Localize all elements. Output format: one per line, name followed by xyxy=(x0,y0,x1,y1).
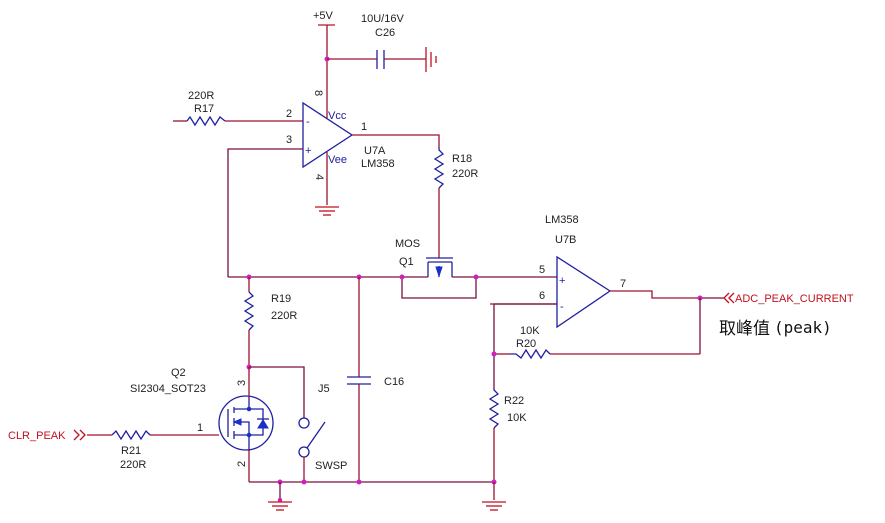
resistor-r19: R19 220R xyxy=(243,277,297,367)
port-adc-peak-current: ADC_PEAK_CURRENT xyxy=(723,292,854,305)
q2-ref: Q2 xyxy=(171,367,186,379)
capacitor-c16: C16 xyxy=(347,277,404,482)
u7a-pin-8: 8 xyxy=(312,90,324,96)
r21-ref: R21 xyxy=(121,445,141,457)
c26-ref: C26 xyxy=(375,27,395,39)
adc-peak-current-label: ADC_PEAK_CURRENT xyxy=(735,293,854,305)
power-5v-label: +5V xyxy=(313,10,334,22)
u7a-pin-3: 3 xyxy=(286,134,292,146)
q2-pin-1: 1 xyxy=(197,422,203,434)
resistor-r22: R22 10K xyxy=(488,388,527,482)
annotation-peak: (peak) xyxy=(774,318,832,337)
resistor-r17: 220R R17 xyxy=(173,90,303,127)
q1-type: MOS xyxy=(395,238,420,250)
u7b-ref: U7B xyxy=(555,234,576,246)
junction-dot xyxy=(301,479,307,485)
u7b-part: LM358 xyxy=(545,214,579,226)
u7a-part: LM358 xyxy=(361,158,395,170)
opamp-u7b: 5 6 7 + - LM358 U7B xyxy=(490,214,700,329)
r19-value: 220R xyxy=(271,310,297,322)
resistor-r18: R18 220R xyxy=(433,147,478,258)
u7a-vcc-label: Vcc xyxy=(328,110,347,122)
u7a-ref: U7A xyxy=(364,145,386,157)
q2-part: SI2304_SOT23 xyxy=(130,383,206,395)
power-5v-symbol: +5V xyxy=(313,10,335,108)
annotation-cjk: 取峰值 xyxy=(719,319,770,339)
u7b-pin-6: 6 xyxy=(539,290,545,302)
u7a-pin-2: 2 xyxy=(286,108,292,120)
c16-ref: C16 xyxy=(384,376,404,388)
port-clr-peak: CLR_PEAK xyxy=(8,429,86,442)
ground-symbol-u7a xyxy=(315,206,339,216)
r18-ref: R18 xyxy=(452,153,472,165)
opamp-u7a: 2 3 1 8 4 - + Vcc Vee U7A LM358 xyxy=(286,90,395,205)
u7a-plus-sign: + xyxy=(305,145,311,157)
junction-dot xyxy=(399,274,405,280)
r18-value: 220R xyxy=(452,168,478,180)
ground-symbol-right xyxy=(482,482,506,511)
u7a-pin-1: 1 xyxy=(361,121,367,133)
u7b-plus-sign: + xyxy=(559,275,565,287)
capacitor-c26: 10U/16V C26 xyxy=(327,13,426,69)
u7a-minus-sign: - xyxy=(306,116,310,128)
j5-type: SWSP xyxy=(315,460,347,472)
mosfet-q2: 3 2 1 Q2 SI2304_SOT23 xyxy=(130,367,274,482)
j5-ref: J5 xyxy=(318,383,330,395)
r19-ref: R19 xyxy=(271,293,291,305)
q1-ref: Q1 xyxy=(399,256,414,268)
resistor-r21: R21 220R xyxy=(87,429,219,471)
r20-value: 10K xyxy=(520,325,540,337)
resistor-r20: 10K R20 xyxy=(494,325,700,360)
junction-dot xyxy=(473,274,479,280)
r22-value: 10K xyxy=(507,412,527,424)
junction-dot xyxy=(356,479,362,485)
q2-pin-3: 3 xyxy=(236,380,248,386)
r17-value: 220R xyxy=(188,90,214,102)
ground-symbol-left xyxy=(268,482,292,511)
switch-j5: J5 SWSP xyxy=(249,366,347,482)
ground-symbol-c26 xyxy=(425,47,437,72)
junction-dot xyxy=(491,351,497,357)
r22-ref: R22 xyxy=(504,395,524,407)
u7b-pin-5: 5 xyxy=(539,264,545,276)
mosfet-q1: MOS Q1 xyxy=(395,238,453,278)
u7a-vee-label: Vee xyxy=(328,154,347,166)
r17-ref: R17 xyxy=(194,103,214,115)
clr-peak-label: CLR_PEAK xyxy=(8,430,66,442)
r20-ref: R20 xyxy=(516,338,536,350)
r21-value: 220R xyxy=(120,459,146,471)
u7b-minus-sign: - xyxy=(560,301,564,313)
u7b-pin-7: 7 xyxy=(620,278,626,290)
c26-value: 10U/16V xyxy=(361,13,404,25)
u7a-pin-4: 4 xyxy=(313,174,325,180)
q2-pin-2: 2 xyxy=(236,461,248,467)
